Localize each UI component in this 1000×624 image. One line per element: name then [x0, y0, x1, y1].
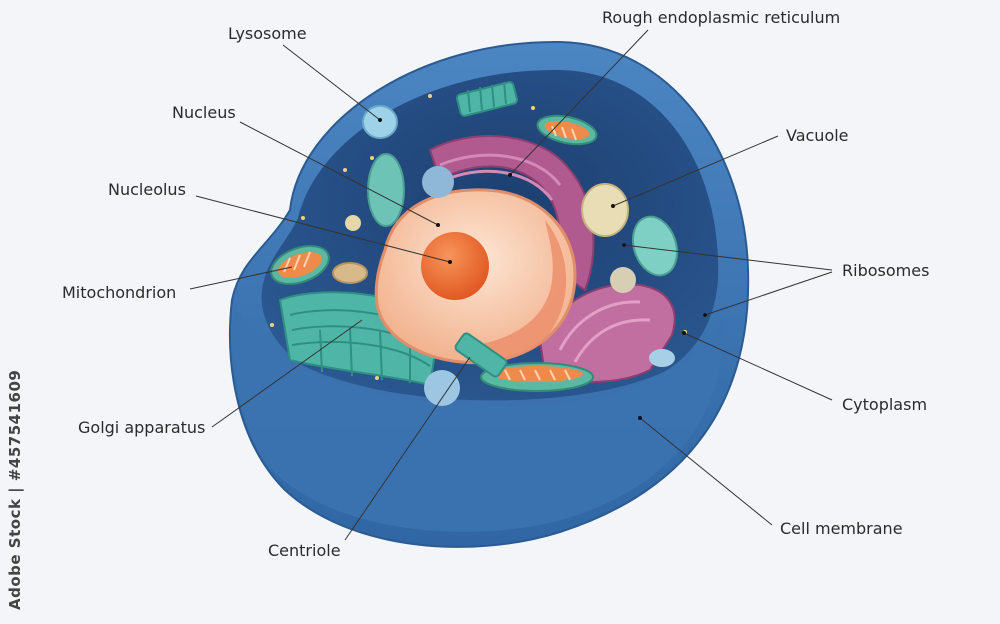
label-cytoplasm: Cytoplasm — [842, 395, 928, 414]
stock-watermark: Adobe Stock | #457541609 — [6, 369, 24, 610]
leader-lines — [189, 29, 833, 541]
label-rer: Rough endoplasmic reticulum — [602, 8, 841, 27]
mitochondrion-left-shape — [270, 245, 330, 285]
label-centriole: Centriole — [268, 541, 341, 560]
label-ribosomes: Ribosomes — [842, 261, 930, 280]
small-vacuole-shape — [345, 215, 361, 231]
label-vacuole: Vacuole — [786, 126, 849, 145]
label-cell-membrane: Cell membrane — [780, 519, 903, 538]
vacuole-shape — [581, 183, 629, 237]
rer-shape — [428, 135, 595, 292]
leader-ribosomes-1 — [623, 244, 833, 271]
label-nucleus: Nucleus — [172, 103, 236, 122]
label-nucleolus: Nucleolus — [108, 180, 186, 199]
leader-nucleolus — [195, 195, 451, 263]
leader-centriole — [344, 356, 471, 541]
right-vesicle-shape — [631, 215, 679, 277]
sphere-shape — [422, 166, 454, 198]
leader-vacuole — [612, 135, 779, 207]
leader-lysosome — [282, 44, 381, 121]
leader-dots — [378, 118, 707, 420]
leader-rer — [509, 29, 649, 176]
vesicle-shape — [367, 153, 405, 227]
leader-cell-membrane — [639, 417, 773, 526]
mitochondrion-top-shape — [536, 114, 598, 146]
label-golgi: Golgi apparatus — [78, 418, 206, 437]
leader-nucleus — [239, 121, 439, 226]
label-lysosome: Lysosome — [228, 24, 307, 43]
right-small-vacuole-shape — [610, 267, 636, 293]
centriole-top-shape — [456, 81, 518, 117]
membrane-front-rim — [233, 300, 723, 532]
front-sphere-shape — [424, 370, 460, 406]
blue-vesicle-shape — [649, 349, 675, 367]
centriole-front-shape — [454, 332, 508, 378]
label-mitochondrion: Mitochondrion — [62, 283, 177, 302]
leader-mitochondrion — [189, 266, 293, 290]
leader-cytoplasm — [683, 332, 833, 401]
leader-ribosomes-2 — [704, 271, 833, 316]
mitochondrion-front-shape — [480, 362, 594, 392]
leader-golgi — [211, 319, 363, 428]
cup-vacuole-shape — [332, 262, 368, 284]
nucleolus-shape — [421, 232, 489, 300]
